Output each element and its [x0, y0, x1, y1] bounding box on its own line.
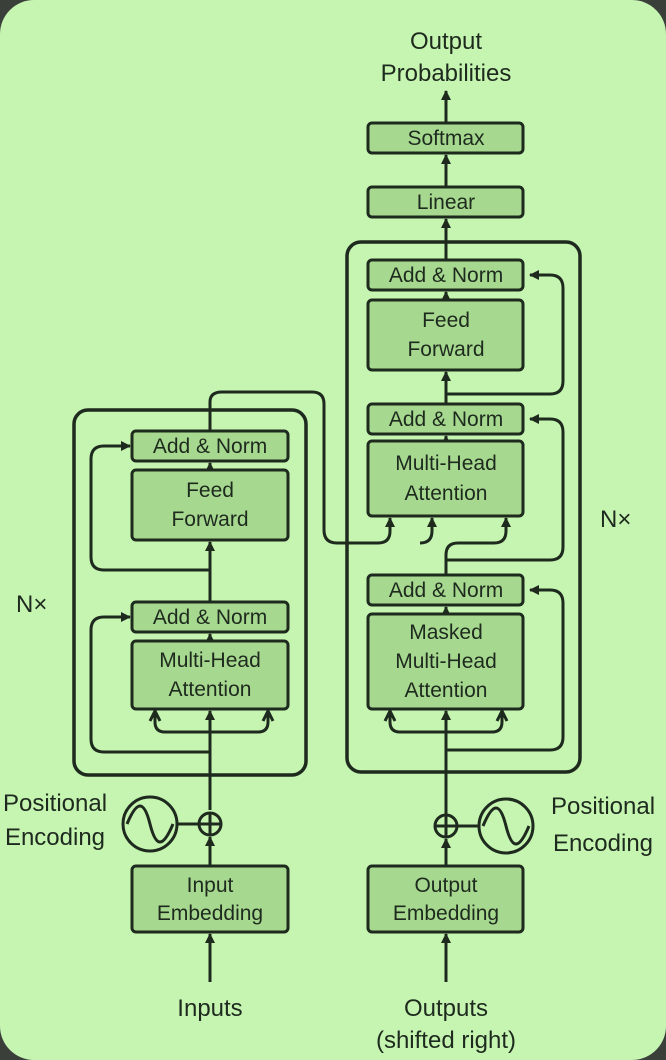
decoder-positional-encoding	[457, 797, 535, 855]
encoder-ffn-add-norm-label: Add & Norm	[153, 435, 267, 458]
decoder-cross-attention-line2: Attention	[405, 482, 488, 505]
input-embedding-line2: Embedding	[157, 902, 263, 925]
decoder-feed-forward-line2: Forward	[407, 338, 484, 361]
decoder-masked-attention-line2: Multi-Head	[395, 650, 497, 673]
encoder-attention-block: Multi-Head Attention	[130, 639, 290, 711]
encoder-to-decoder-connection	[208, 390, 395, 545]
input-embedding-block: Input Embedding	[130, 864, 290, 934]
decoder-cross-attention-line1: Multi-Head	[395, 452, 497, 475]
linear-block: Linear	[366, 185, 525, 219]
encoder-attention-line1: Multi-Head	[159, 649, 261, 672]
outputs-label-line1: Outputs	[404, 995, 488, 1022]
decoder-cross-add-norm-label: Add & Norm	[389, 408, 503, 431]
decoder-masked-attention-block: Masked Multi-Head Attention	[366, 612, 525, 711]
decoder-positional-encoding-line2: Encoding	[553, 830, 653, 857]
softmax-label: Softmax	[407, 127, 485, 150]
input-embedding-line1: Input	[187, 874, 234, 897]
encoder-repeat-label: N×	[16, 591, 47, 618]
output-embedding-block: Output Embedding	[366, 864, 525, 934]
softmax-block: Softmax	[366, 121, 525, 155]
encoder-feed-forward-line1: Feed	[186, 479, 234, 502]
decoder-ffn-add-norm-label: Add & Norm	[389, 264, 503, 287]
decoder-cross-add-norm-block: Add & Norm	[366, 402, 525, 436]
encoder-positional-encoding-line2: Encoding	[5, 824, 105, 851]
outputs-label-line2: (shifted right)	[376, 1027, 516, 1054]
output-probabilities-title-line1: Output	[410, 28, 482, 55]
encoder-feed-forward-block: Feed Forward	[130, 468, 290, 542]
encoder-attention-line2: Attention	[169, 678, 252, 701]
decoder-feed-forward-line1: Feed	[422, 309, 470, 332]
decoder-masked-add-norm-block: Add & Norm	[366, 573, 525, 607]
output-embedding-line2: Embedding	[393, 902, 499, 925]
decoder-masked-attention-line1: Masked	[409, 621, 483, 644]
decoder-sine-wave-icon	[477, 797, 535, 855]
decoder-ffn-add-norm-block: Add & Norm	[366, 258, 525, 292]
output-probabilities-title-line2: Probabilities	[381, 60, 512, 87]
encoder-feed-forward-line2: Forward	[171, 508, 248, 531]
encoder-stack-frame	[72, 408, 308, 777]
encoder-mha-add-norm-block: Add & Norm	[130, 600, 290, 634]
encoder-positional-encoding-line1: Positional	[3, 790, 107, 817]
decoder-masked-attention-line3: Attention	[405, 679, 488, 702]
encoder-ffn-add-norm-block: Add & Norm	[130, 429, 290, 463]
encoder-add-icon	[197, 811, 223, 837]
decoder-masked-add-norm-label: Add & Norm	[389, 579, 503, 602]
inputs-label: Inputs	[177, 995, 242, 1022]
encoder-mha-add-norm-label: Add & Norm	[153, 606, 267, 629]
linear-label: Linear	[417, 191, 475, 214]
decoder-add-icon	[433, 813, 459, 839]
decoder-positional-encoding-line1: Positional	[551, 793, 655, 820]
decoder-feed-forward-block: Feed Forward	[366, 298, 525, 372]
encoder-positional-encoding	[121, 795, 199, 853]
decoder-repeat-label: N×	[600, 506, 631, 533]
decoder-cross-attention-block: Multi-Head Attention	[366, 439, 525, 518]
decoder-stack-frame	[345, 240, 582, 774]
output-embedding-line1: Output	[414, 874, 477, 897]
